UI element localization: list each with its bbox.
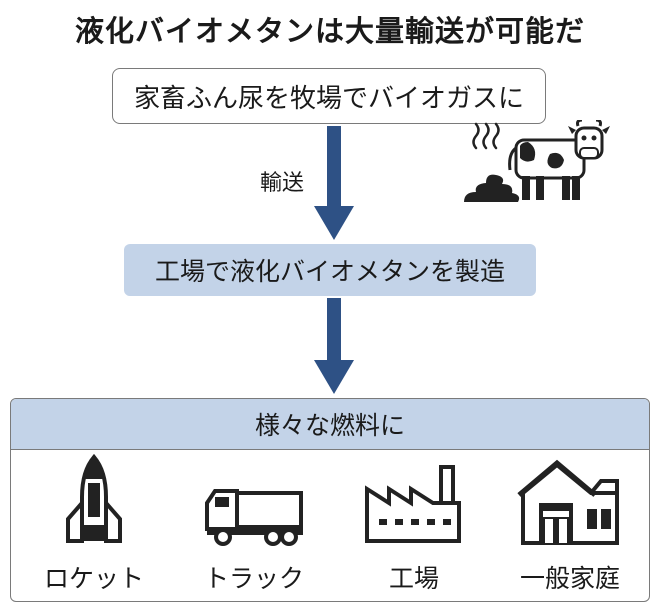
use-label: 工場 [388,564,439,593]
use-label: トラック [203,564,304,593]
down-arrow-icon [314,298,354,394]
factory-icon [365,465,461,543]
fuel-uses-panel: 様々な燃料に ロケット トラック [10,398,650,602]
use-item-factory: 工場 [339,453,489,599]
fuel-uses-header: 様々な燃料に [11,399,649,450]
use-label: 一般家庭 [519,564,620,593]
transport-label: 輸送 [260,171,305,196]
source-step-box: 家畜ふん尿を牧場でバイオガスに [112,68,546,124]
down-arrow-icon [314,126,354,240]
use-item-truck: トラック [179,453,329,599]
rocket-icon [66,453,122,543]
process-step-text: 工場で液化バイオメタンを製造 [154,257,505,286]
source-step-text: 家畜ふん尿を牧場でバイオガスに [133,83,524,114]
diagram-title: 液化バイオメタンは大量輸送が可能だ [74,14,585,48]
house-icon [517,459,619,545]
cow-manure-icon [464,120,610,202]
use-item-house: 一般家庭 [495,453,645,599]
use-item-rocket: ロケット [19,453,169,599]
use-label: ロケット [43,564,144,593]
truck-icon [205,489,303,546]
cow-icon [508,120,610,200]
process-step-box: 工場で液化バイオメタンを製造 [124,244,536,296]
